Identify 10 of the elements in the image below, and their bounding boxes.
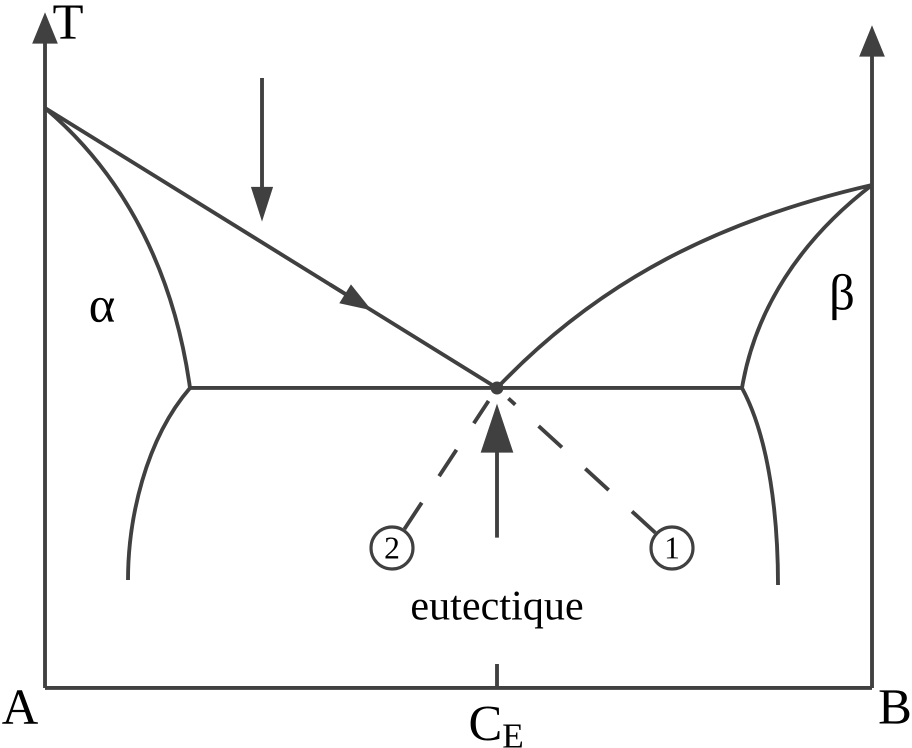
component-label: B xyxy=(880,690,910,724)
circled-number: 2 xyxy=(369,525,415,571)
annotation-text: eutectique xyxy=(412,592,582,628)
eutectic-point xyxy=(490,382,504,394)
phase-label: α xyxy=(90,298,114,322)
component-label: A xyxy=(2,690,38,724)
phase-label: β xyxy=(832,274,853,320)
axis-label: T xyxy=(53,5,83,39)
composition-label: C$_{E}$ xyxy=(470,706,522,748)
circled-number: 1 xyxy=(649,525,695,571)
